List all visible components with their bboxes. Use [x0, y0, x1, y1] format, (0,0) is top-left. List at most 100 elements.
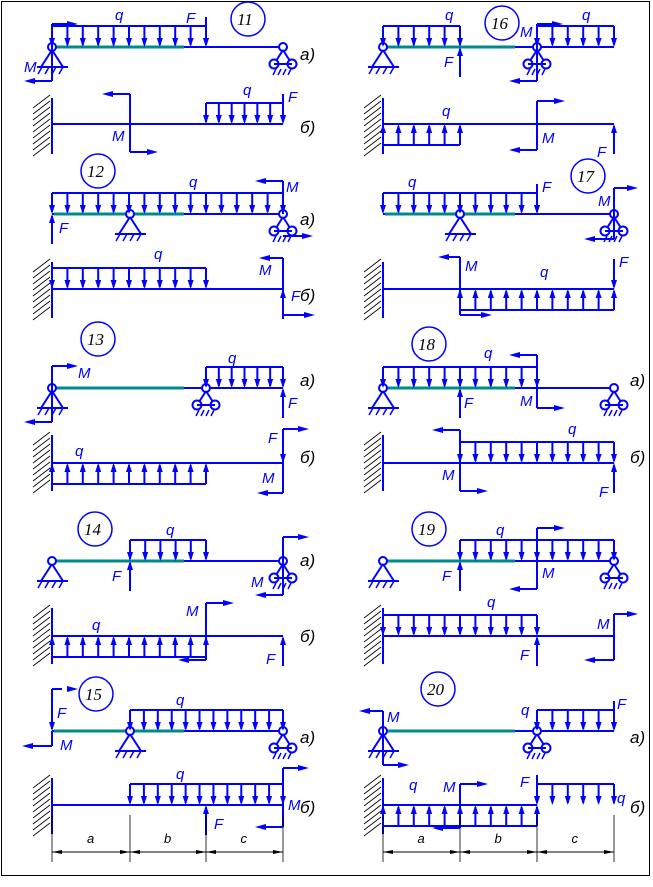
dim-tick [450, 850, 460, 854]
wall-hatch [363, 792, 382, 807]
M-label: M [60, 737, 73, 754]
M-label: M [442, 467, 455, 484]
hatch [136, 233, 142, 242]
wall-hatch [32, 288, 51, 303]
arrowhead [224, 796, 231, 805]
arrowhead [267, 379, 274, 388]
arrowhead [154, 796, 161, 805]
arrowhead [457, 561, 463, 570]
arrowhead [580, 289, 587, 298]
hatch [613, 235, 618, 243]
hatch [603, 409, 608, 417]
arrowhead [627, 185, 638, 191]
wall-hatch [32, 294, 51, 309]
arrowhead [395, 805, 402, 814]
wall-hatch [32, 646, 51, 661]
scheme-number-badge: 12 [80, 153, 116, 189]
F-label: F [442, 568, 452, 585]
arrowhead [67, 21, 78, 27]
wall-hatch [363, 142, 382, 157]
arrowhead [534, 289, 540, 298]
hatch [44, 580, 50, 589]
arrowhead [49, 636, 55, 645]
arrowhead [595, 722, 602, 731]
wall-hatch [363, 798, 382, 813]
arrowhead [298, 534, 309, 540]
wall-hatch [32, 604, 51, 619]
force-F [49, 214, 55, 244]
hatch [375, 407, 381, 416]
arrowhead [95, 205, 102, 214]
arrowhead [534, 205, 540, 214]
distributed-load-q [534, 783, 617, 805]
dim-label-a: a [418, 831, 425, 846]
force-F [203, 17, 209, 47]
wall-hatch [32, 622, 51, 637]
wall-hatch [363, 306, 382, 321]
wall-hatch [32, 270, 51, 285]
hatch [122, 750, 128, 759]
hatch [277, 752, 282, 760]
fixed-wall-icon [32, 774, 53, 837]
q-label: q [189, 174, 198, 191]
arrowhead [280, 115, 286, 124]
arrowhead [441, 124, 448, 133]
arrowhead [140, 796, 147, 805]
arrowhead [426, 124, 433, 133]
hatch [37, 66, 43, 75]
arrowhead [426, 205, 433, 214]
wall-hatch [32, 610, 51, 625]
arrowhead [549, 722, 556, 731]
wall-hatch [32, 142, 51, 157]
M-label: M [112, 128, 125, 145]
arrowhead [534, 796, 540, 805]
scheme-number-badge: 15 [78, 676, 114, 712]
arrowhead [79, 280, 86, 289]
F-label: F [464, 395, 474, 412]
wall-hatch [363, 646, 382, 661]
arrowhead [380, 805, 386, 814]
arrowhead [49, 722, 55, 731]
hatch [368, 750, 374, 759]
arrowhead [395, 38, 402, 47]
arrowhead [503, 379, 510, 388]
support-leg [51, 49, 64, 68]
M-label: M [542, 130, 555, 147]
wall-hatch [32, 443, 51, 458]
F-label: F [542, 179, 552, 196]
hatch [389, 580, 395, 589]
wall-hatch [32, 136, 51, 151]
arrowhead [127, 796, 133, 805]
hatch [389, 750, 395, 759]
arrowhead [580, 454, 587, 463]
hatch [210, 409, 215, 417]
wall-hatch [32, 130, 51, 145]
dim-label-c: c [572, 831, 579, 846]
arrowhead [203, 205, 209, 214]
arrowhead [257, 490, 268, 496]
hatch [205, 409, 210, 417]
arrowhead [141, 38, 148, 47]
arrowhead [432, 825, 443, 831]
hatch [603, 582, 608, 590]
wall-hatch [32, 437, 51, 452]
arrowhead [127, 561, 133, 570]
wall-hatch [32, 479, 51, 494]
F-label: F [59, 220, 69, 237]
arrowhead [264, 205, 271, 214]
support-leg [198, 390, 207, 403]
wall-hatch [363, 786, 382, 801]
wall-hatch [32, 94, 51, 109]
roller-support-icon [522, 726, 552, 760]
wall-hatch [363, 804, 382, 819]
fixed-wall-icon [32, 94, 53, 157]
arrowhead [126, 636, 132, 645]
hatch [613, 582, 618, 590]
M-label: M [78, 365, 91, 382]
hatch [531, 752, 536, 760]
wall-hatch [363, 94, 382, 109]
arrowhead [580, 796, 587, 805]
hatch [445, 233, 451, 242]
support-leg [275, 563, 284, 576]
wall-hatch [32, 431, 51, 446]
